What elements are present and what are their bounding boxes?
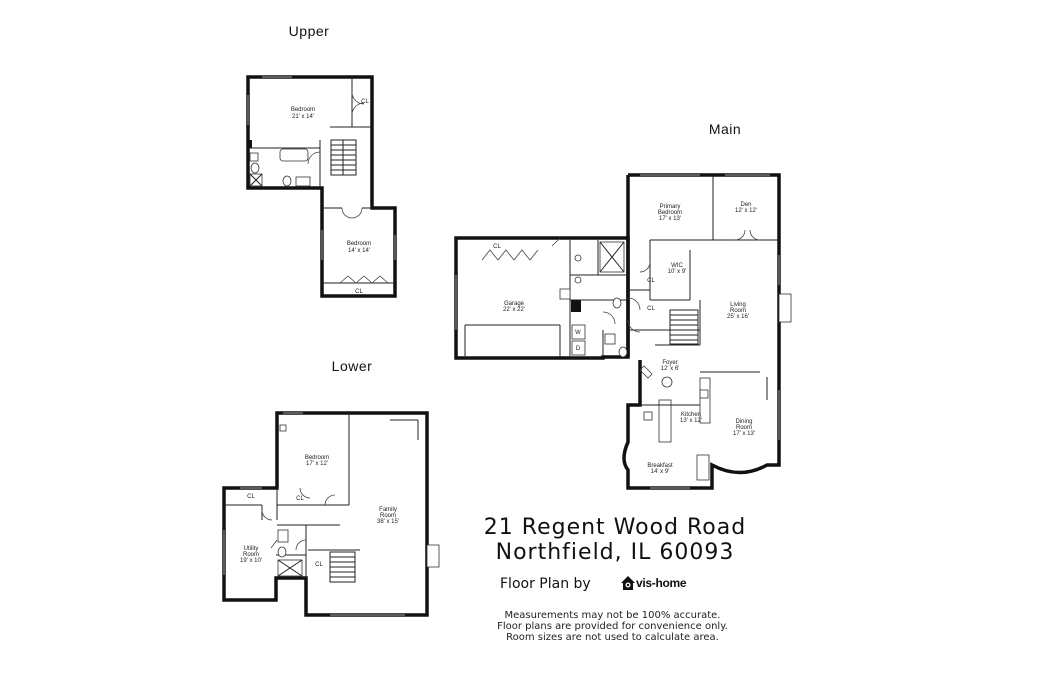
address-line-2: Northfield, IL 60093 (495, 540, 735, 565)
svg-text:17' x 12': 17' x 12' (306, 461, 328, 467)
svg-text:13' x 12': 13' x 12' (680, 418, 702, 424)
disclaimer: Measurements may not be 100% accurate. F… (460, 610, 765, 643)
svg-text:12' x 12': 12' x 12' (735, 208, 757, 214)
svg-text:Utility: Utility (244, 546, 259, 552)
svg-text:Kitchen: Kitchen (681, 412, 701, 418)
svg-text:21' x 14': 21' x 14' (292, 114, 314, 120)
svg-text:Bedroom: Bedroom (291, 107, 315, 113)
svg-text:Primary: Primary (660, 204, 681, 210)
room-label-utility-room: Utility Room 19' x 10' (240, 546, 262, 564)
room-label-wic: WIC 10' x 9' (668, 263, 687, 275)
room-label-den: Den 12' x 12' (735, 202, 757, 214)
house-logo-icon (621, 576, 635, 590)
room-label-lower-bedroom: Bedroom 17' x 12' (305, 455, 329, 467)
svg-text:WIC: WIC (671, 263, 683, 269)
closet-label: CL (361, 99, 369, 105)
closet-label: CL (247, 494, 255, 500)
upper-floor-plan (246, 75, 397, 298)
room-label-living-room: Living Room 25' x 16' (727, 302, 749, 320)
svg-text:Foyer: Foyer (662, 360, 677, 366)
closet-label: CL (647, 306, 655, 312)
svg-text:Room: Room (380, 513, 396, 519)
disclaimer-line: Room sizes are not used to calculate are… (506, 632, 719, 643)
room-label-dining-room: Dining Room 17' x 13' (733, 419, 755, 437)
svg-text:Living: Living (730, 302, 746, 308)
closet-label: CL (647, 278, 655, 284)
svg-text:22' x 22': 22' x 22' (503, 307, 525, 313)
vis-home-logo: vis-home (620, 575, 687, 591)
svg-text:14' x 9': 14' x 9' (651, 469, 670, 475)
room-label-kitchen: Kitchen 13' x 12' (680, 412, 702, 424)
room-label-upper-bedroom-1: Bedroom 21' x 14' (291, 107, 315, 120)
svg-text:Room: Room (730, 308, 746, 314)
svg-text:Dining: Dining (735, 419, 752, 425)
washer-label: W (575, 330, 581, 336)
closet-label: CL (315, 562, 323, 568)
svg-text:Room: Room (243, 552, 259, 558)
svg-text:19' x 10': 19' x 10' (240, 558, 262, 564)
room-label-family-room: Family Room 38' x 15' (377, 507, 399, 525)
svg-text:10' x 9': 10' x 9' (668, 269, 687, 275)
svg-text:Bedroom: Bedroom (658, 210, 682, 216)
svg-text:25' x 16': 25' x 16' (727, 314, 749, 320)
closet-label: CL (493, 244, 501, 250)
address-line-1: 21 Regent Wood Road (483, 515, 747, 540)
room-label-primary-bedroom: Primary Bedroom 17' x 13' (658, 204, 682, 222)
svg-text:Room: Room (736, 425, 752, 431)
main-floor-plan (454, 173, 792, 490)
disclaimer-line: Floor plans are provided for convenience… (497, 621, 728, 632)
closet-label: CL (355, 289, 363, 295)
svg-text:14' x 14': 14' x 14' (348, 248, 370, 254)
svg-text:17' x 13': 17' x 13' (733, 431, 755, 437)
svg-text:Den: Den (740, 202, 751, 208)
svg-text:Garage: Garage (504, 301, 525, 307)
brand-name: vis-home (636, 576, 687, 590)
room-label-breakfast: Breakfast 14' x 9' (647, 463, 673, 475)
floor-plan-credit: Floor Plan by (500, 576, 591, 592)
room-label-upper-bedroom-2: Bedroom 14' x 14' (347, 241, 371, 254)
lower-floor-plan (222, 411, 440, 617)
disclaimer-line: Measurements may not be 100% accurate. (504, 610, 721, 621)
dryer-label: D (576, 346, 581, 352)
room-label-garage: Garage 22' x 22' (503, 301, 525, 313)
svg-text:12' x 6': 12' x 6' (661, 366, 680, 372)
upper-floor-title: Upper (289, 23, 330, 39)
svg-text:17' x 13': 17' x 13' (659, 216, 681, 222)
svg-text:Bedroom: Bedroom (305, 455, 329, 461)
closet-label: CL (296, 496, 304, 502)
svg-text:Bedroom: Bedroom (347, 241, 371, 247)
main-floor-title: Main (709, 121, 741, 137)
svg-text:Breakfast: Breakfast (647, 463, 673, 469)
svg-text:Family: Family (379, 507, 397, 513)
svg-text:38' x 15': 38' x 15' (377, 519, 399, 525)
room-label-foyer: Foyer 12' x 6' (661, 360, 680, 372)
lower-floor-title: Lower (332, 358, 373, 374)
